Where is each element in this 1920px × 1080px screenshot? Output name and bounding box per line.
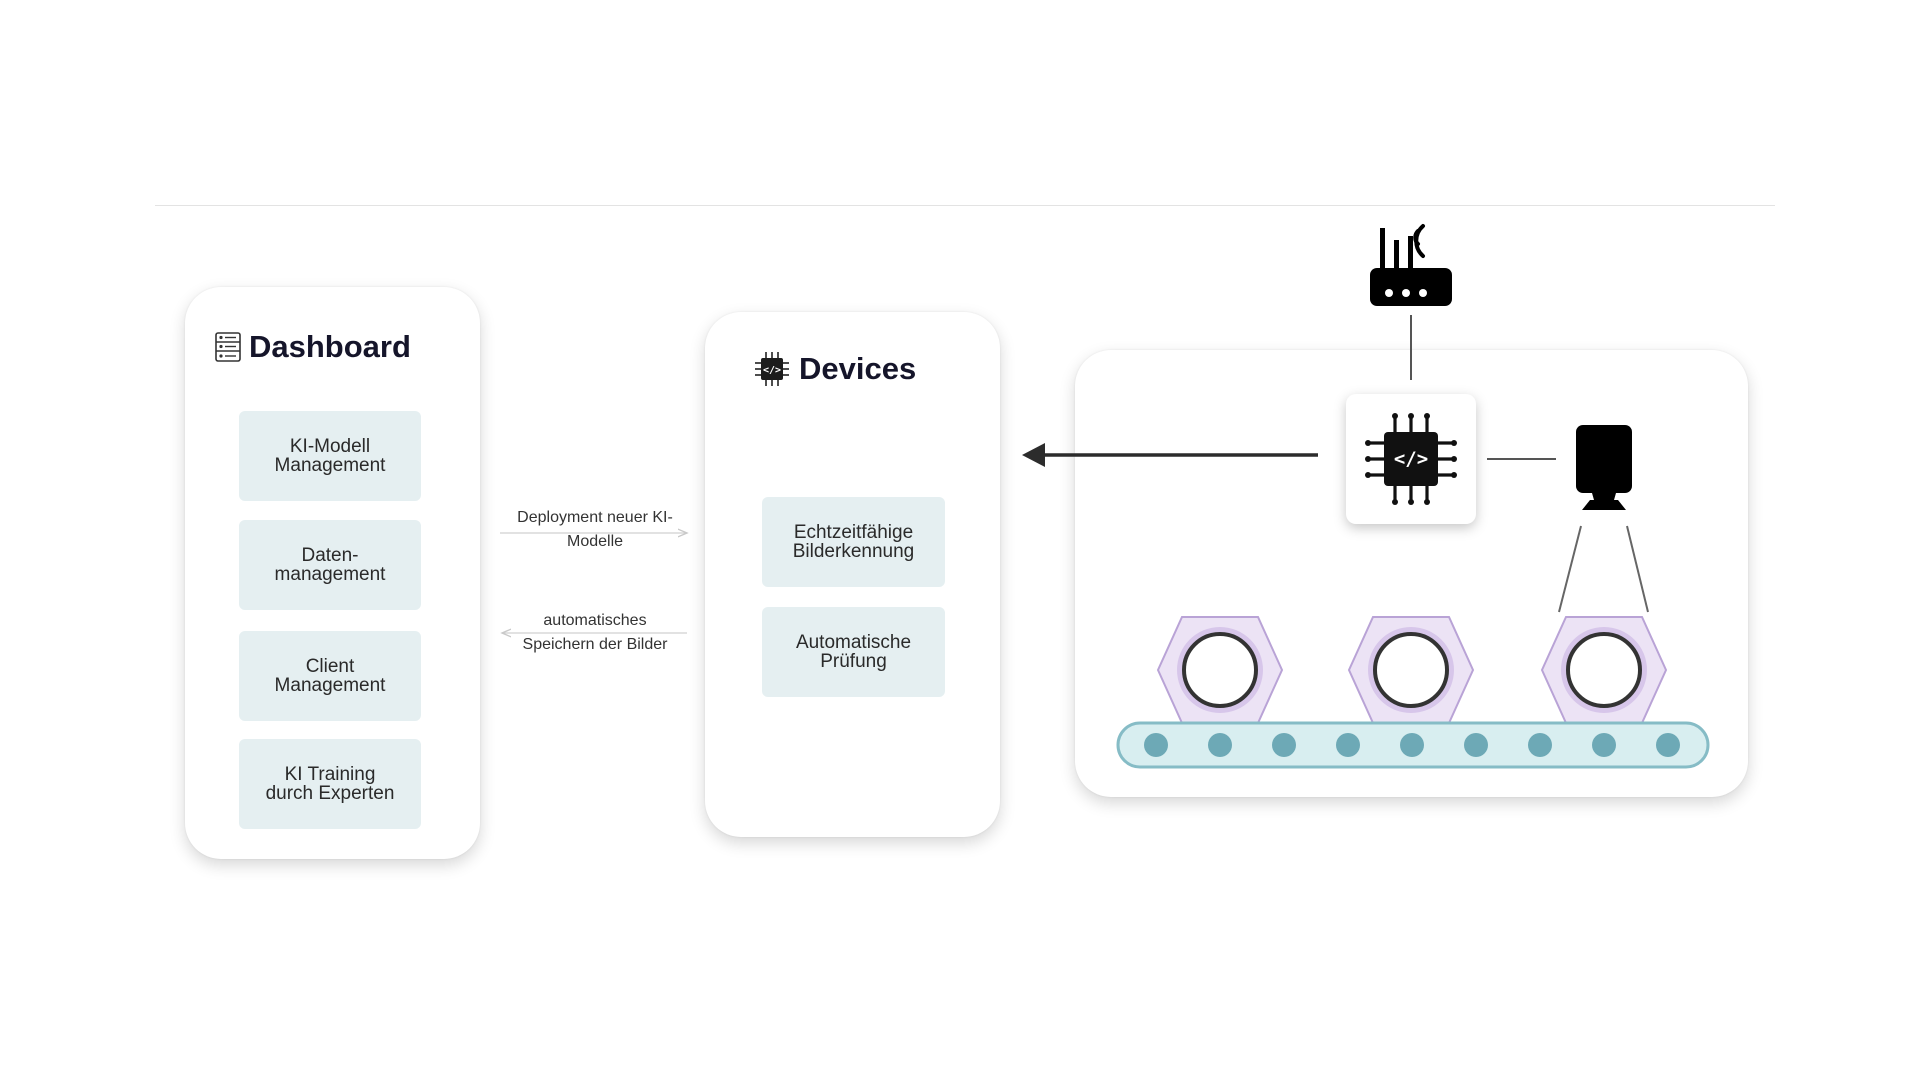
svg-text:</>: </> [1394,448,1428,470]
conveyor-belt [1116,721,1710,769]
devices-header: </> Devices [753,350,916,388]
tile-ki-training: KI Training durch Experten [239,739,421,829]
data-flow-arrow [1022,443,1318,467]
tile-ki-modell-management: KI-Modell Management [239,411,421,501]
dashboard-card: Dashboard KI-Modell Management Daten- ma… [185,287,480,859]
hex-nut-icon [1156,616,1284,724]
list-icon [215,332,241,362]
saving-label: automatisches Speichern der Bilder [522,612,668,653]
router-icon [1370,224,1452,306]
devices-card: </> Devices Echtzeitfähige Bilderkennung… [705,312,1000,837]
deployment-label: Deployment neuer KI- Modelle [517,509,673,550]
tile-client-management: Client Management [239,631,421,721]
tile-datenmanagement: Daten- management [239,520,421,610]
svg-text:</>: </> [763,365,781,376]
chip-icon [1368,416,1454,502]
devices-title: Devices [799,351,917,386]
camera-icon [1558,425,1649,613]
chip-icon: </> [755,352,789,386]
dashboard-header: Dashboard [215,329,411,365]
dashboard-title: Dashboard [249,329,411,364]
tile-echtzeit-bilderkennung: Echtzeitfähige Bilderkennung [762,497,945,587]
divider-line [155,205,1775,206]
edge-device: </> [1346,394,1476,524]
hex-nut-icon [1540,616,1668,724]
hex-nut-icon [1347,616,1475,724]
tile-automatische-pruefung: Automatische Prüfung [762,607,945,697]
